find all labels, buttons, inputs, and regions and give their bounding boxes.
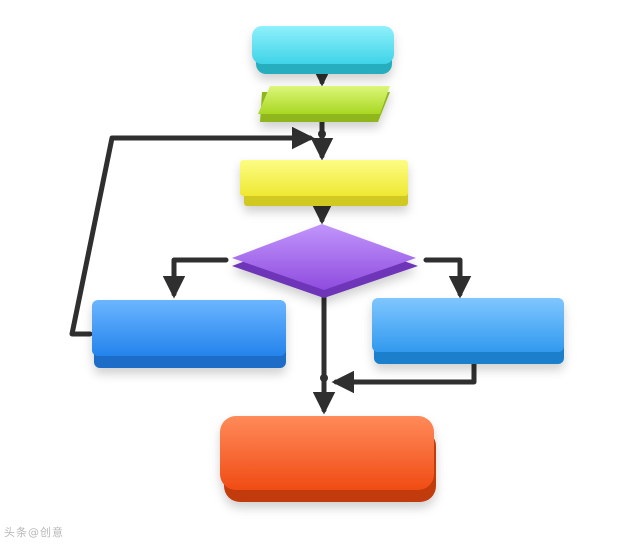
edge-decision-to-branch-left (162, 257, 229, 299)
node-decision (232, 224, 418, 298)
edge-branch-right-to-end (331, 359, 477, 394)
node-start (252, 26, 394, 74)
node-branch-right (372, 298, 564, 364)
node-process-a (258, 86, 390, 122)
edge-branch-left-loop-to-process-b (69, 126, 315, 337)
junction-dot (320, 374, 328, 382)
node-process-b (240, 160, 408, 206)
node-end (220, 416, 436, 502)
watermark-text: 头条@创意 (4, 526, 64, 539)
junction-dot (318, 130, 326, 138)
connectors (69, 64, 477, 415)
edge-decision-to-branch-right (423, 257, 472, 299)
node-branch-left (92, 300, 286, 368)
